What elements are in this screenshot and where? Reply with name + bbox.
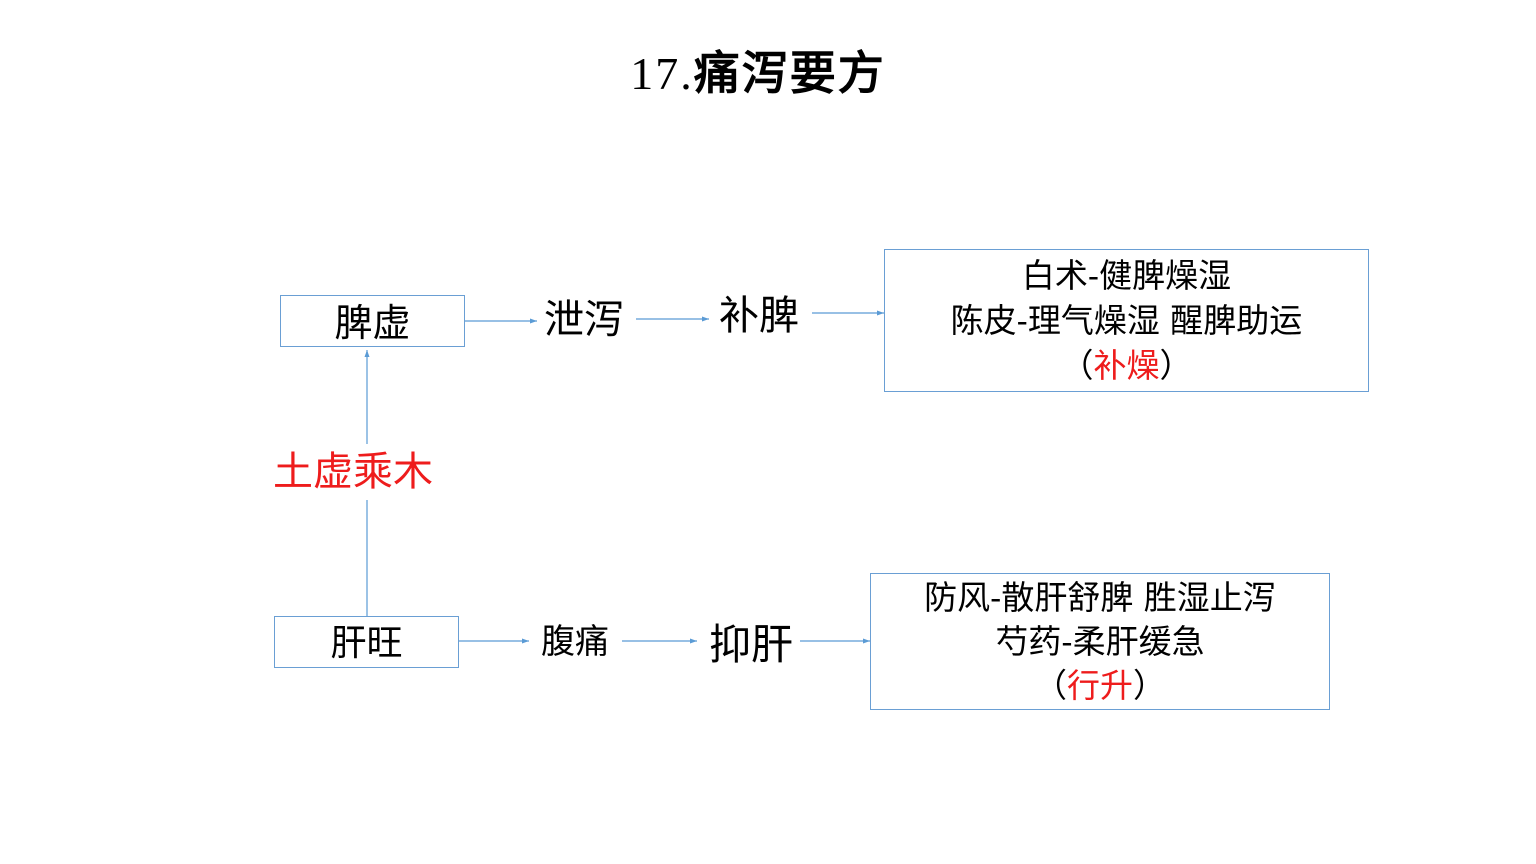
herb-note-bottom: （行升）: [1034, 664, 1166, 708]
note-highlight-bottom: 行升: [1067, 665, 1133, 705]
title-text: 痛泻要方: [693, 46, 886, 100]
node-abdominal-pain: 腹痛: [541, 622, 609, 662]
node-spleen-deficiency: 脾虚: [280, 295, 465, 347]
node-diarrhea: 泄泻: [544, 297, 624, 343]
title-number: 17.: [630, 48, 694, 99]
herb-line-baizhu: 白术-健脾燥湿: [1021, 256, 1232, 295]
node-spleen-deficiency-label: 脾虚: [334, 301, 411, 345]
note-close-paren: ）: [1133, 665, 1166, 705]
note-open-paren: （: [1034, 665, 1067, 705]
node-tonify-spleen: 补脾: [719, 293, 799, 339]
node-suppress-liver: 抑肝: [709, 620, 794, 669]
herb-box-bottom: 防风-散肝舒脾 胜湿止泻 芍药-柔肝缓急 （行升）: [870, 573, 1330, 710]
relation-label: 土虚乘木: [273, 444, 433, 500]
node-liver-excess: 肝旺: [274, 616, 459, 668]
note-highlight-top: 补燥: [1093, 346, 1160, 385]
node-liver-excess-label: 肝旺: [330, 622, 403, 664]
page-title: 17.痛泻要方: [0, 38, 1516, 109]
herb-line-chenpi: 陈皮-理气燥湿 醒脾助运: [950, 301, 1303, 340]
herb-line-fangfeng: 防风-散肝舒脾 胜湿止泻: [924, 577, 1276, 617]
herb-line-shaoyao: 芍药-柔肝缓急: [995, 621, 1205, 661]
note-close-paren: ）: [1159, 346, 1193, 385]
herb-box-top: 白术-健脾燥湿 陈皮-理气燥湿 醒脾助运 （补燥）: [884, 249, 1369, 392]
note-open-paren: （: [1060, 346, 1094, 385]
herb-note-top: （补燥）: [1061, 343, 1193, 388]
